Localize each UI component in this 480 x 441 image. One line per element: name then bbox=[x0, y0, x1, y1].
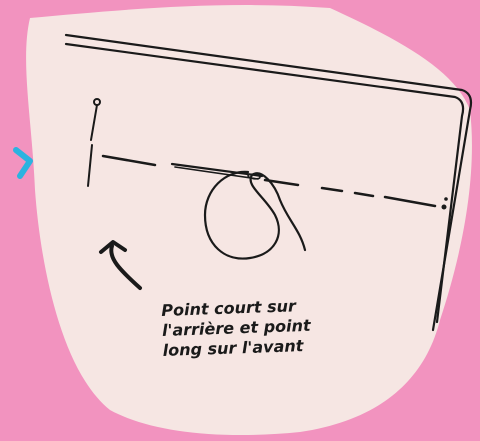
stitch-caption: Point court sur l'arrière et point long … bbox=[161, 293, 393, 361]
pointer-arrow-icon bbox=[16, 150, 30, 176]
